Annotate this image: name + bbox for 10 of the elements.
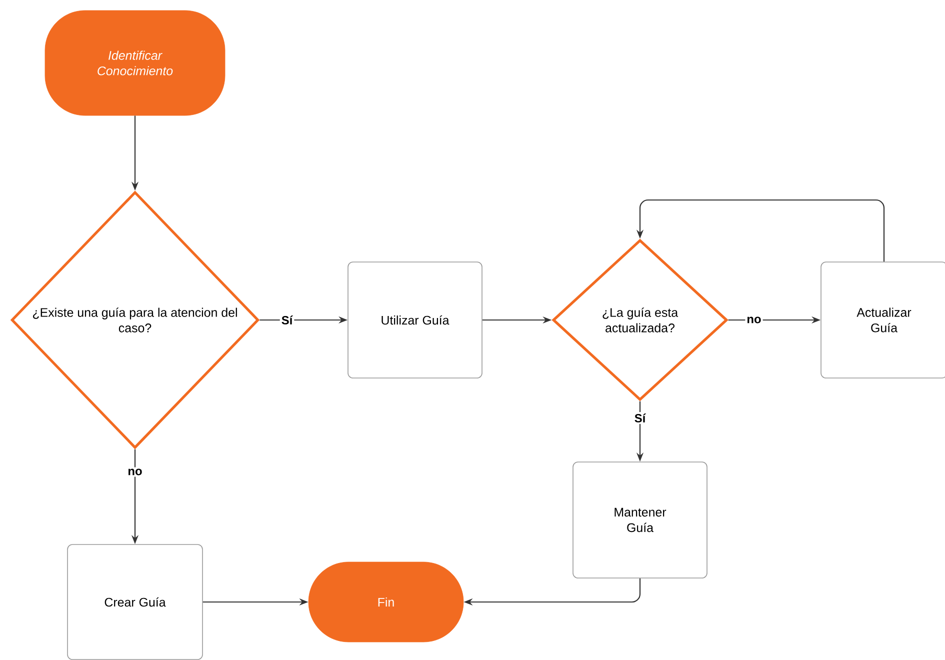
start-terminal: Identificar Conocimiento xyxy=(44,10,226,116)
process-box: Mantener Guía xyxy=(572,462,708,578)
edge-label: no xyxy=(126,467,144,477)
edge-label: no xyxy=(745,315,763,325)
edge-label: Sí xyxy=(280,314,294,326)
process-box: Crear Guía xyxy=(67,544,203,660)
end-terminal: Fin xyxy=(308,562,464,642)
process-box: Utilizar Guía xyxy=(348,262,482,378)
process-box: Actualizar Guía xyxy=(820,262,945,378)
edge-label: Sí xyxy=(632,412,648,424)
